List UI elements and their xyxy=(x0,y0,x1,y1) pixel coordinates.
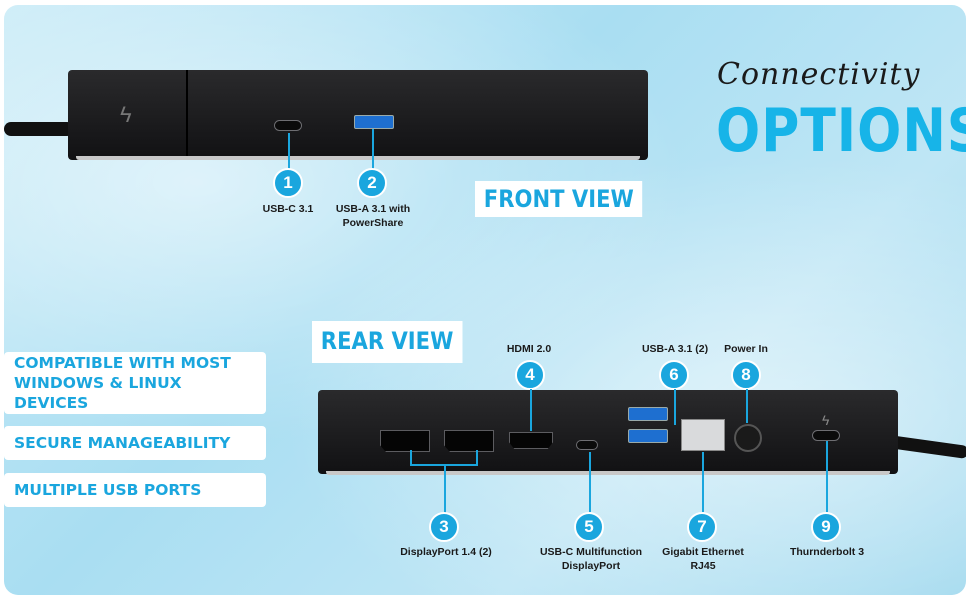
callout-label-5: USB-C Multifunction DisplayPort xyxy=(539,546,643,572)
rear-displayport-1 xyxy=(380,430,430,452)
rear-rj45-port xyxy=(681,419,725,451)
callout-label-6: USB-A 3.1 (2) xyxy=(641,343,709,355)
callout-label-1: USB-C 3.1 xyxy=(262,203,314,215)
rear-cable xyxy=(888,435,966,460)
rear-hdmi-port xyxy=(509,432,553,449)
rear-usbc-port xyxy=(576,440,598,450)
callout-badge-3: 3 xyxy=(429,512,459,542)
callout-line-1 xyxy=(288,133,290,171)
callout-badge-5: 5 xyxy=(574,512,604,542)
feature-security: SECURE MANAGEABILITY xyxy=(4,426,266,460)
callout-line-4 xyxy=(530,389,532,431)
callout-badge-8: 8 xyxy=(731,360,761,390)
infographic-canvas: Connectivity OPTIONS ϟ 1 USB-C 3.1 2 USB… xyxy=(4,5,966,595)
thunderbolt-icon: ϟ xyxy=(822,412,830,428)
callout-line-3b xyxy=(476,450,478,466)
callout-line-6 xyxy=(674,389,676,425)
callout-label-8: Power In xyxy=(724,343,768,355)
callout-label-3: DisplayPort 1.4 (2) xyxy=(400,546,492,558)
rear-device-foot xyxy=(326,471,890,475)
callout-line-2 xyxy=(372,129,374,171)
callout-badge-1: 1 xyxy=(273,168,303,198)
callout-badge-4: 4 xyxy=(515,360,545,390)
feature-usb: MULTIPLE USB PORTS xyxy=(4,473,266,507)
callout-line-9 xyxy=(826,441,828,512)
front-device-seam xyxy=(186,70,188,158)
feature-compatibility: COMPATIBLE WITH MOST WINDOWS & LINUX DEV… xyxy=(4,352,266,414)
rear-thunderbolt-port xyxy=(812,430,840,441)
front-usbc-port xyxy=(274,120,302,131)
callout-line-5 xyxy=(589,452,591,512)
callout-line-3a xyxy=(410,450,412,466)
rear-view-label: REAR VIEW xyxy=(312,321,463,363)
front-device: ϟ xyxy=(68,70,648,160)
callout-line-3d xyxy=(444,464,446,514)
title-script: Connectivity xyxy=(717,57,921,92)
rear-usba-port-1 xyxy=(628,407,668,421)
front-cable xyxy=(4,122,74,136)
rear-device: ϟ xyxy=(318,390,898,474)
callout-line-7 xyxy=(702,452,704,512)
callout-line-8 xyxy=(746,389,748,423)
callout-badge-2: 2 xyxy=(357,168,387,198)
callout-label-4: HDMI 2.0 xyxy=(506,343,552,355)
callout-badge-7: 7 xyxy=(687,512,717,542)
callout-label-9: Thurnderbolt 3 xyxy=(789,546,865,558)
rear-displayport-2 xyxy=(444,430,494,452)
callout-label-2: USB-A 3.1 with PowerShare xyxy=(335,203,411,229)
callout-badge-9: 9 xyxy=(811,512,841,542)
title-main: OPTIONS xyxy=(716,97,966,166)
callout-badge-6: 6 xyxy=(659,360,689,390)
front-usba-port xyxy=(354,115,394,129)
callout-label-7: Gigabit Ethernet RJ45 xyxy=(662,546,744,572)
front-view-label: FRONT VIEW xyxy=(475,181,643,217)
rear-usba-port-2 xyxy=(628,429,668,443)
thunderbolt-logo-icon: ϟ xyxy=(120,102,132,127)
rear-power-port xyxy=(734,424,762,452)
front-device-foot xyxy=(76,156,640,160)
